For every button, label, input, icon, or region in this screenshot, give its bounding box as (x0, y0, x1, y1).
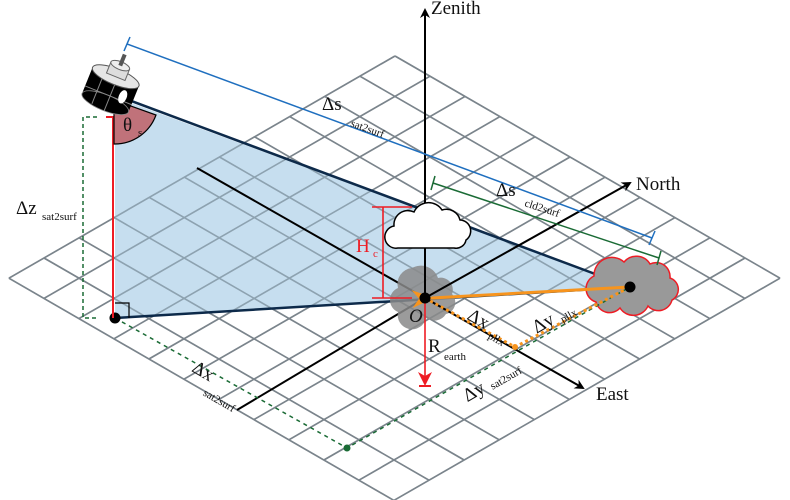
ds-sat2surf-tick-start (123, 36, 131, 52)
grid-line (184, 176, 570, 401)
grid-line (358, 257, 746, 481)
dz-sat2surf-dimension (82, 116, 97, 319)
svg-text:R: R (428, 336, 441, 357)
grid-line (288, 216, 676, 441)
parallax-corner-dot (512, 344, 518, 350)
dx-sat2surf-label: Δx sat2surf (188, 357, 237, 415)
dz-sat2surf-label: Δz sat2surf (16, 198, 77, 223)
west-axis-line (196, 167, 426, 299)
north-label: North (636, 174, 681, 195)
parallax-vector-arrow (411, 285, 631, 309)
ds-sat2surf-tick-end (648, 230, 656, 246)
right-angle-marker (115, 302, 130, 318)
south-axis-line (236, 297, 426, 411)
satellite-icon (81, 53, 140, 116)
origin-label: O (409, 306, 423, 327)
svg-text:Δx: Δx (464, 305, 494, 334)
ds-cld2surf-tick-start (430, 175, 436, 191)
grid-line (113, 115, 501, 340)
ds-cld2surf-dimension (432, 182, 660, 259)
east-label: East (596, 384, 629, 405)
svg-text:cld2surf: cld2surf (523, 197, 561, 220)
r-earth-label: R earth (428, 336, 466, 363)
grid-line (183, 156, 571, 380)
grid-line (148, 136, 536, 360)
grid-line (78, 237, 465, 461)
svg-text:θ: θ (123, 115, 132, 136)
cloud-true-position (384, 201, 472, 249)
grid-line (43, 75, 431, 300)
svg-text:earth: earth (444, 351, 466, 363)
svg-text:sat2surf: sat2surf (42, 211, 77, 223)
grid-line (113, 216, 500, 441)
ds-sat2surf-label: Δs sat2surf (322, 94, 386, 141)
ds-cld2surf-tick-end (656, 250, 662, 266)
apparent-cloud-point (624, 281, 636, 293)
hc-label: H c (356, 236, 378, 260)
grid-line (8, 277, 395, 500)
cloud-height-marker (372, 206, 412, 299)
north-axis[interactable] (424, 182, 632, 299)
sat-to-cloud-line (117, 94, 631, 289)
svg-text:Δz: Δz (16, 198, 37, 219)
ds-sat2surf-dimension (126, 43, 653, 239)
svg-text:Δs: Δs (322, 94, 342, 115)
dy-sat2surf-label: Δy sat2surf (459, 365, 524, 407)
grid-line (78, 95, 466, 320)
origin-point (419, 292, 431, 304)
zenith-label: Zenith (431, 0, 481, 19)
dy-pllx-label: Δy pllx (529, 307, 580, 338)
svg-text:s: s (138, 127, 142, 139)
svg-text:H: H (356, 236, 370, 257)
grid-line (394, 55, 781, 279)
theta-s-label: θ s (123, 115, 142, 139)
svg-text:c: c (373, 248, 378, 260)
grid-line (43, 257, 430, 481)
sub-satellite-point (109, 312, 121, 324)
grid-line (8, 55, 396, 279)
grid-line (393, 277, 781, 500)
svg-text:Δy: Δy (529, 309, 559, 338)
grid-line (148, 196, 535, 421)
svg-text:Δs: Δs (496, 180, 516, 201)
sat2surf-corner-dot (343, 444, 351, 452)
